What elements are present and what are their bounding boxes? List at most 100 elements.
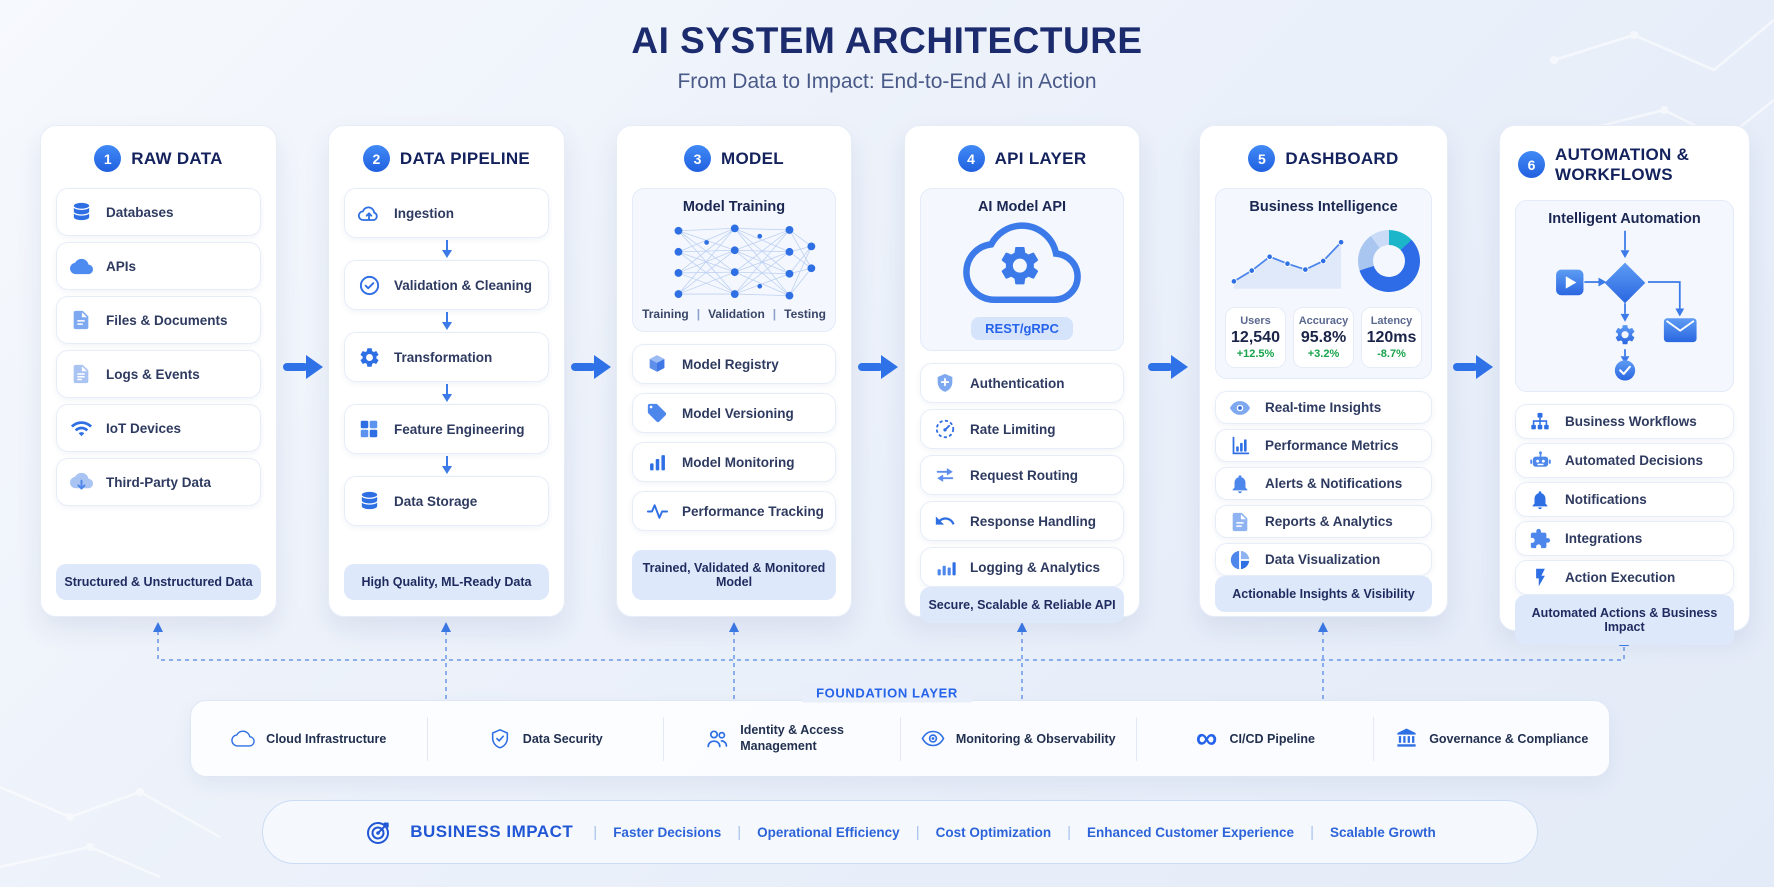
foundation-item-label: Cloud Infrastructure [266, 731, 387, 746]
lightning-icon [1528, 567, 1552, 588]
cloud-upload-icon [357, 201, 381, 226]
card-title: Business Intelligence [1249, 199, 1398, 215]
bell-icon [1528, 489, 1552, 511]
separator: | [696, 307, 701, 321]
list-item: Ingestion [344, 188, 549, 238]
column-title: DASHBOARD [1285, 148, 1399, 168]
item-label: Real-time Insights [1265, 400, 1382, 415]
infinity-icon: ∞ [1195, 721, 1218, 755]
gear-icon [357, 346, 381, 369]
item-label: Logging & Analytics [970, 559, 1101, 575]
foundation-item: Data Security [428, 727, 664, 751]
target-icon [364, 818, 394, 846]
page-title: AI SYSTEM ARCHITECTURE [631, 20, 1143, 61]
cube-icon [645, 353, 669, 375]
cloud-gear-icon [963, 222, 1081, 303]
divider [426, 716, 428, 761]
column-footer-pill: Secure, Scalable & Reliable API [920, 587, 1124, 623]
item-label: Notifications [1565, 492, 1647, 508]
item-label: Automated Decisions [1565, 453, 1704, 469]
diagram-header: AI SYSTEM ARCHITECTURE From Data to Impa… [0, 20, 1774, 94]
item-label: Performance Metrics [1265, 438, 1399, 453]
flow-arrow [283, 355, 323, 379]
item-label: Business Workflows [1565, 414, 1697, 430]
protocol-badge: REST/gRPC [971, 317, 1073, 340]
item-label: Reports & Analytics [1265, 514, 1393, 529]
grid-icon [357, 418, 381, 440]
separator: | [593, 823, 598, 841]
phase-label: Validation [708, 307, 765, 321]
list-item: Model Monitoring [632, 442, 836, 482]
foundation-item: Identity & Access Management [664, 723, 900, 754]
column-automation-workflows: 6 AUTOMATION & WORKFLOWS Intelligent Aut… [1499, 125, 1750, 646]
flow-arrow [1148, 355, 1188, 379]
list-item: Authentication [920, 363, 1124, 403]
eye-icon [921, 728, 945, 749]
pie-chart-icon [1228, 549, 1252, 571]
stat-delta: +12.5% [1236, 348, 1275, 360]
list-item: Response Handling [920, 501, 1124, 541]
bar-chart-icon [645, 452, 669, 473]
eye-icon [1228, 397, 1252, 419]
item-label: Action Execution [1565, 570, 1676, 586]
phase-label: Testing [784, 307, 826, 321]
item-label: Logs & Events [106, 366, 200, 382]
column-raw-data: 1 RAW DATA Databases APIs Files & Docume… [40, 125, 277, 617]
list-item: Validation & Cleaning [344, 260, 549, 310]
step-number-badge: 4 [957, 145, 985, 172]
separator: | [915, 823, 920, 841]
divider [899, 716, 901, 761]
column-footer-pill: Trained, Validated & Monitored Model [632, 550, 836, 600]
foundation-item: Cloud Infrastructure [191, 728, 427, 750]
column-footer-pill: Automated Actions & Business Impact [1515, 595, 1734, 646]
item-label: Model Registry [682, 356, 779, 372]
column-title: AUTOMATION & WORKFLOWS [1555, 145, 1690, 184]
list-item: Feature Engineering [344, 404, 549, 454]
phase-label: Training [642, 307, 689, 321]
impact-item: Enhanced Customer Experience [1087, 824, 1295, 840]
automation-flowchart [1555, 230, 1697, 381]
step-down-arrow [441, 384, 452, 402]
item-label: Integrations [1565, 531, 1643, 547]
impact-item: Cost Optimization [935, 824, 1052, 840]
pulse-icon [645, 500, 669, 523]
line-chart [1230, 239, 1345, 289]
card-title: Model Training [682, 199, 786, 215]
divider [1372, 716, 1374, 761]
foundation-item: ∞CI/CD Pipeline [1137, 721, 1373, 755]
item-label: Data Storage [394, 493, 478, 509]
workflow-icon [1528, 411, 1552, 433]
item-label: IoT Devices [106, 420, 182, 436]
list-item: APIs [56, 242, 261, 290]
training-phases: Training | Validation | Testing [642, 307, 826, 321]
column-footer-pill: Structured & Unstructured Data [56, 564, 261, 600]
cloud-icon [69, 255, 93, 278]
flow-arrow [858, 355, 898, 379]
route-arrows-icon [933, 464, 957, 486]
step-down-arrow [441, 240, 452, 258]
item-label: APIs [106, 258, 137, 274]
column-header: 5 DASHBOARD [1215, 145, 1432, 172]
column-model: 3 MODEL Model Training Training| Validat… [616, 125, 852, 617]
item-label: Feature Engineering [394, 421, 525, 437]
tag-icon [645, 402, 669, 424]
foundation-layer-label: FOUNDATION LAYER [802, 683, 972, 703]
item-label: Model Monitoring [682, 454, 795, 470]
separator: | [772, 307, 777, 321]
card-title: AI Model API [977, 199, 1067, 215]
people-icon [705, 727, 729, 751]
divider [1136, 716, 1137, 761]
foundation-item-label: Data Security [522, 731, 603, 746]
list-item: Rate Limiting [920, 409, 1124, 449]
column-header: 4 API LAYER [920, 145, 1124, 172]
decision-diamond [1604, 262, 1645, 304]
list-item: Logging & Analytics [920, 547, 1124, 587]
model-training-card: Model Training Training | Validation | Tes… [632, 188, 836, 332]
impact-item: Scalable Growth [1329, 824, 1436, 840]
list-item: Data Visualization [1215, 543, 1432, 576]
item-label: Data Visualization [1265, 552, 1381, 567]
foundation-bar: Cloud Infrastructure Data Security Ident… [190, 700, 1610, 777]
